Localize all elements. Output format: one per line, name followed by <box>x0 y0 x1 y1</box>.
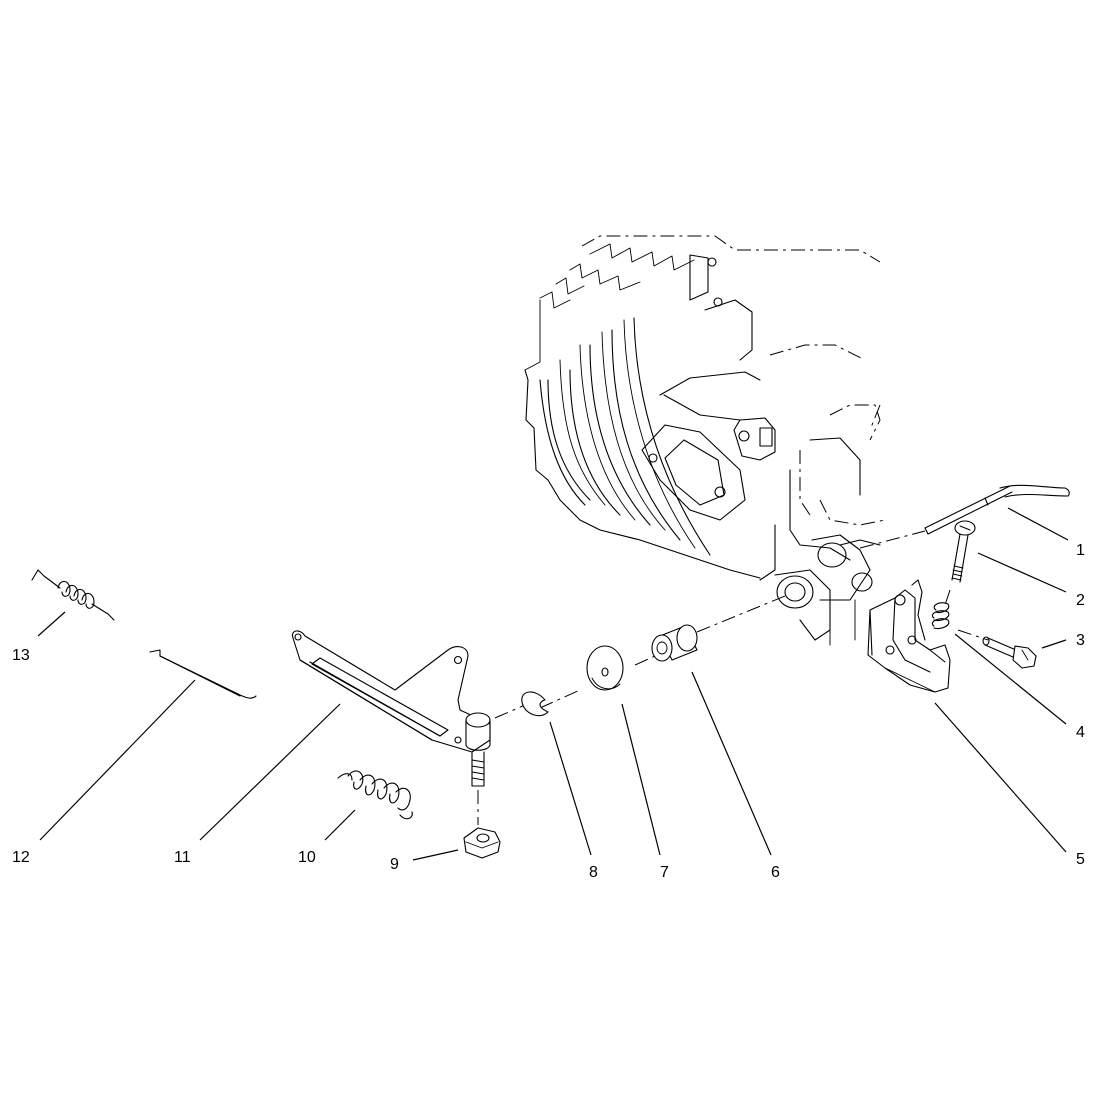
callout-4: 4 <box>1076 724 1085 741</box>
callout-3: 3 <box>1076 632 1085 649</box>
part-11-control-lever <box>291 630 491 825</box>
callout-7: 7 <box>660 864 669 881</box>
leader-lines <box>37 507 1069 861</box>
callout-1: 1 <box>1076 542 1085 559</box>
part-4-spring <box>931 589 951 630</box>
part-9-nut <box>463 827 501 859</box>
part-5-throttle-bracket <box>867 579 951 693</box>
part-12-link-rod <box>149 649 257 699</box>
axis-line-11-8 <box>494 704 526 719</box>
callout-6: 6 <box>771 864 780 881</box>
engine-block <box>524 235 886 646</box>
callout-9: 9 <box>390 856 399 873</box>
axis-line-7-6 <box>634 655 656 666</box>
callout-2: 2 <box>1076 592 1085 609</box>
part-13-governor-spring <box>31 569 115 621</box>
part-7-washer <box>586 645 624 691</box>
callout-13: 13 <box>12 647 30 664</box>
axis-line-8-7 <box>539 689 581 709</box>
part-8-e-clip <box>521 691 549 717</box>
part-3-shoulder-bolt <box>957 629 1037 669</box>
part-2-screw <box>951 520 976 583</box>
part-10-spring <box>337 770 413 820</box>
part-6-bushing <box>651 624 698 662</box>
axis-line-6-block <box>696 595 786 633</box>
part-1-throttle-cable <box>859 484 1070 549</box>
callout-labels: 1 2 3 4 5 6 7 8 9 10 11 12 13 <box>12 542 1085 881</box>
callout-11: 11 <box>174 849 191 866</box>
callout-5: 5 <box>1076 851 1085 868</box>
callout-10: 10 <box>298 849 316 866</box>
callout-12: 12 <box>12 849 30 866</box>
callout-8: 8 <box>589 864 598 881</box>
